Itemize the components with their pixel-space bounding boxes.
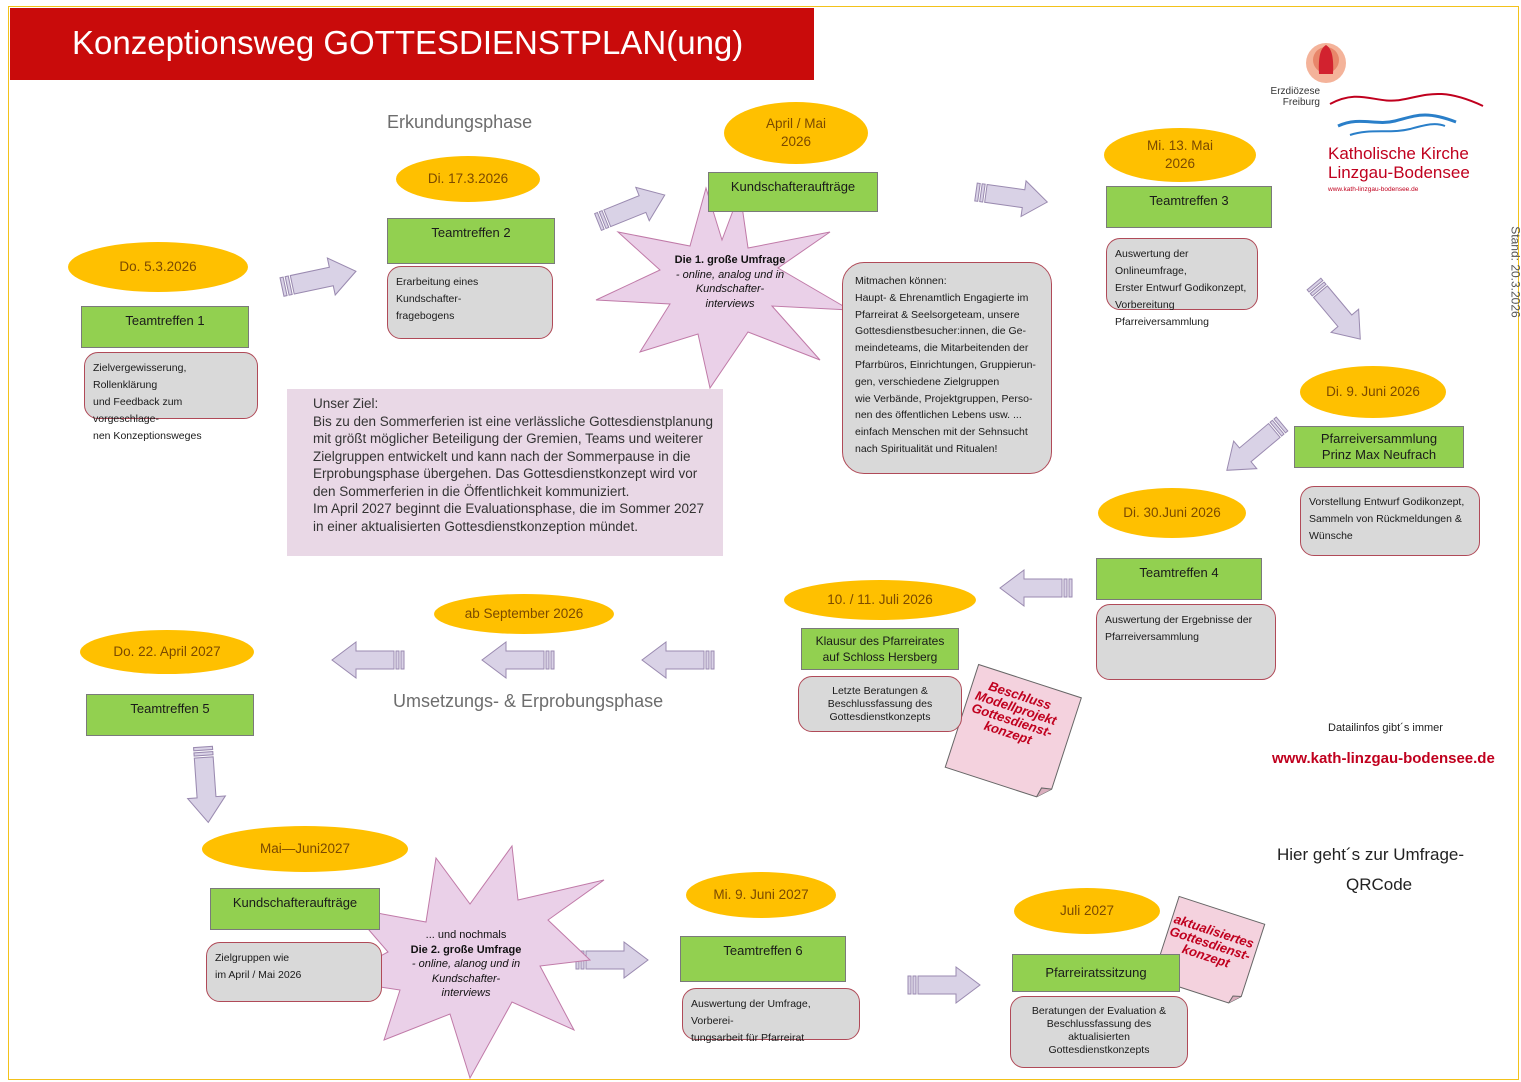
detail-info: Datailinfos gibt´s immer [1328, 722, 1443, 734]
page-title: Konzeptionsweg GOTTESDIENSTPLAN(ung) [72, 24, 744, 61]
step-title-t3: Teamtreffen 3 [1106, 186, 1272, 228]
logo-url: www.kath-linzgau-bodensee.de [1328, 186, 1419, 193]
website-link[interactable]: www.kath-linzgau-bodensee.de [1272, 750, 1495, 767]
step-title-prs: Pfarreiratssitzung [1012, 954, 1180, 992]
date-oval-t4: Di. 30.Juni 2026 [1098, 488, 1246, 538]
phase-erkundung: Erkundungsphase [387, 112, 533, 132]
date-oval-prs: Juli 2027 [1014, 888, 1160, 934]
qrcode-label: QRCode [1346, 875, 1413, 894]
date-oval-k2: Mai—Juni2027 [202, 826, 408, 872]
step-title-k1: Kundschafteraufträge [708, 172, 878, 212]
logo-line2: Linzgau-Bodensee [1328, 163, 1470, 182]
participants-box: Mitmachen können: Haupt- & Ehrenamtlich … [842, 262, 1052, 474]
step-desc-t4: Auswertung der Ergebnisse der Pfarreiver… [1096, 604, 1276, 680]
star-burst-1 [595, 186, 851, 390]
step-title-t1: Teamtreffen 1 [81, 306, 249, 348]
step-title-t4: Teamtreffen 4 [1096, 558, 1262, 600]
date-oval-sept: ab September 2026 [434, 594, 614, 634]
date-oval-pv: Di. 9. Juni 2026 [1300, 366, 1446, 418]
date-oval-t6: Mi. 9. Juni 2027 [686, 872, 836, 918]
star-text-2: ... und nochmals Die 2. große Umfrage - … [410, 929, 522, 999]
step-desc-t6: Auswertung der Umfrage, Vorberei- tungsa… [682, 988, 860, 1044]
star-text-1: Die 1. große Umfrage - online, analog un… [674, 254, 786, 310]
step-desc-pv: Vorstellung Entwurf Godikonzept, Sammeln… [1300, 486, 1480, 556]
step-desc-t2: Erarbeitung eines Kundschafter- fragebog… [387, 266, 553, 339]
title-bar: Konzeptionsweg GOTTESDIENSTPLAN(ung) [10, 8, 814, 80]
step-desc-k2: Zielgruppen wie im April / Mai 2026 [206, 942, 382, 1002]
star-burst-2 [332, 844, 605, 1080]
phase-umsetzung: Umsetzungs- & Erprobungsphase [393, 691, 664, 711]
step-title-t5: Teamtreffen 5 [86, 694, 254, 736]
step-desc-prs: Beratungen der Evaluation & Beschlussfas… [1010, 996, 1188, 1068]
step-desc-t1: Zielvergewisserung, Rollenklärung und Fe… [84, 352, 258, 442]
date-oval-klausur: 10. / 11. Juli 2026 [784, 580, 976, 620]
step-desc-t3: Auswertung der Onlineumfrage, Erster Ent… [1106, 238, 1258, 328]
step-title-t2: Teamtreffen 2 [387, 218, 555, 264]
date-oval-t1: Do. 5.3.2026 [68, 242, 248, 292]
logo-line1: Katholische Kirche [1328, 144, 1469, 163]
page-frame [8, 6, 1519, 1080]
logo-diocese: Erzdiözese Freiburg [1270, 86, 1320, 108]
step-desc-klausur: Letzte Beratungen & Beschlussfassung des… [798, 676, 962, 732]
goal-box: Unser Ziel: Bis zu den Sommerferien ist … [287, 389, 723, 556]
step-title-t6: Teamtreffen 6 [680, 936, 846, 982]
step-title-k2: Kundschafteraufträge [210, 888, 380, 930]
survey-hint-line1: Hier geht´s zur Umfrage- [1277, 845, 1465, 864]
date-oval-t5: Do. 22. April 2027 [80, 630, 254, 674]
date-oval-t2: Di. 17.3.2026 [396, 156, 540, 202]
